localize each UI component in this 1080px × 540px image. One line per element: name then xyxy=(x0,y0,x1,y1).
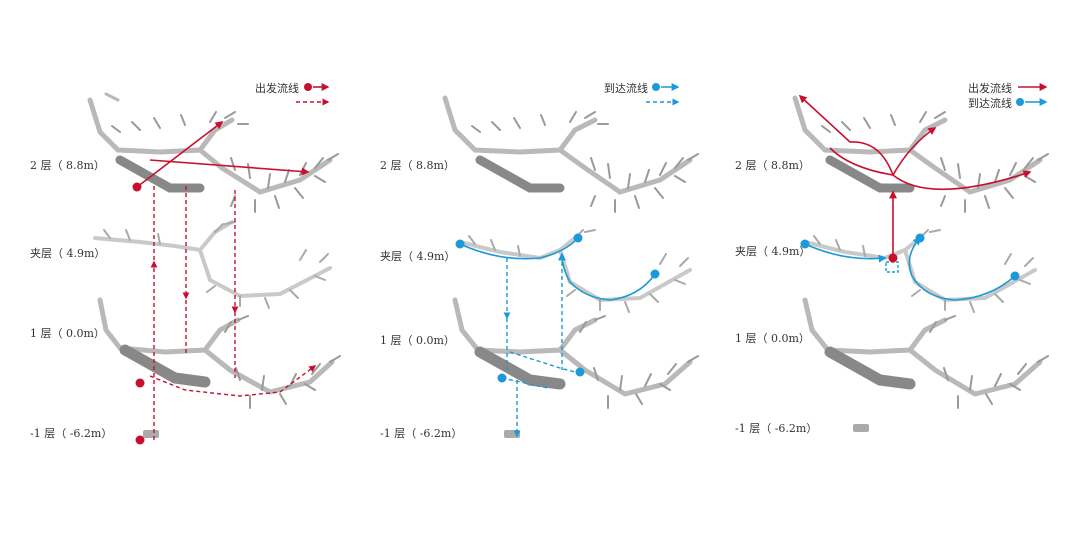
legend-departure-label: 出发流线 xyxy=(255,82,299,95)
legend-arrival-dot xyxy=(652,83,660,91)
transfer-flow xyxy=(798,94,1032,301)
level-label-2f: 2 层（ 8.8m） xyxy=(380,159,455,172)
level-label-mezzanine: 夹层（ 4.9m） xyxy=(380,250,456,263)
level-2-structure xyxy=(442,95,699,213)
panel-arrival xyxy=(442,83,699,438)
level-label-1f: 1 层（ 0.0m） xyxy=(30,327,105,340)
mezzanine-structure xyxy=(93,220,332,309)
level-label-mezzanine: 夹层（ 4.9m） xyxy=(30,247,106,260)
level-label-1f: 1 层（ 0.0m） xyxy=(735,332,810,345)
level-label-b1: -1 层（ -6.2m） xyxy=(735,422,818,435)
level-1-structure xyxy=(452,297,699,409)
level-2-structure xyxy=(792,95,1049,213)
panel-transfer xyxy=(792,83,1049,432)
legend-arrival-label: 到达流线 xyxy=(604,82,648,95)
vehicle-icon xyxy=(143,430,159,438)
level-2-structure xyxy=(87,92,339,213)
legend-arrival-dot xyxy=(1016,98,1024,106)
legend-departure-label: 出发流线 xyxy=(968,82,1012,95)
legend-departure-dot xyxy=(304,83,312,91)
legend-arrival-label: 到达流线 xyxy=(968,97,1012,110)
level-label-b1: -1 层（ -6.2m） xyxy=(380,427,463,440)
level-label-1f: 1 层（ 0.0m） xyxy=(380,334,455,347)
level-1-structure xyxy=(97,297,341,409)
level-label-b1: -1 层（ -6.2m） xyxy=(30,427,113,440)
panel-departure xyxy=(87,83,341,445)
departure-flow xyxy=(132,121,317,445)
level-label-2f: 2 层（ 8.8m） xyxy=(735,159,810,172)
arrival-flow xyxy=(455,233,660,438)
level-label-mezzanine: 夹层（ 4.9m） xyxy=(735,245,811,258)
vehicle-icon xyxy=(853,424,869,432)
level-1-structure xyxy=(802,297,1049,409)
level-label-2f: 2 层（ 8.8m） xyxy=(30,159,105,172)
